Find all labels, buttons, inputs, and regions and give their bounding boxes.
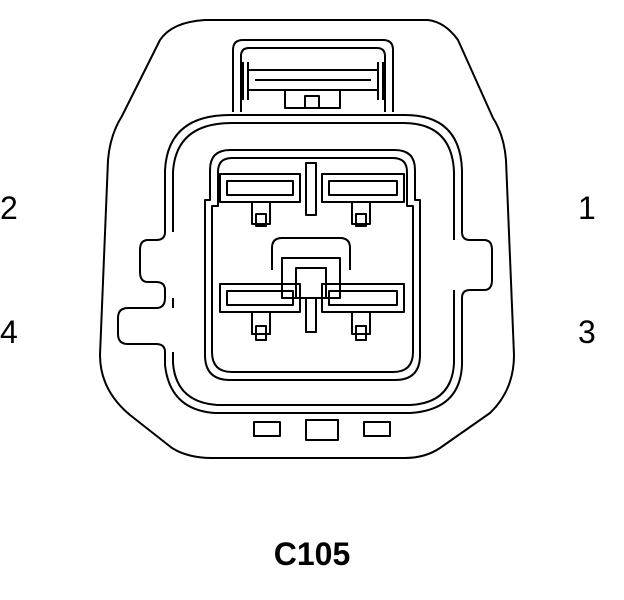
pin-label-2: 2: [0, 190, 18, 226]
housing-outer-outline: [99, 19, 515, 459]
pin-label-1: 1: [578, 190, 596, 226]
housing-inner-outline: [117, 114, 493, 414]
pin-label-4: 4: [0, 314, 18, 350]
cavity-window: [204, 149, 421, 381]
bottom-slot-center: [305, 419, 339, 441]
connector-id-label: C105: [273, 536, 351, 572]
latch-tab: [304, 95, 320, 109]
terminal-cavity-2: [219, 173, 301, 227]
pin-label-3: 3: [578, 314, 596, 350]
bottom-slot-left: [253, 421, 281, 437]
latch-frame-inner: [240, 47, 386, 112]
housing-inner-outline-double: [172, 122, 455, 406]
latch-side-left: [242, 62, 249, 100]
terminal-cavity-1: [321, 173, 405, 227]
latch-side-right: [377, 62, 384, 100]
center-divider-lower: [305, 297, 317, 333]
terminal-cavity-3: [321, 283, 405, 341]
terminal-cavity-4: [219, 283, 301, 341]
latch-bar-detail: [255, 79, 371, 109]
latch-frame: [232, 39, 394, 112]
cavity-window-inner: [211, 157, 414, 373]
center-divider-upper: [305, 162, 317, 216]
bottom-slot-right: [363, 421, 391, 437]
center-lock: [271, 237, 351, 270]
